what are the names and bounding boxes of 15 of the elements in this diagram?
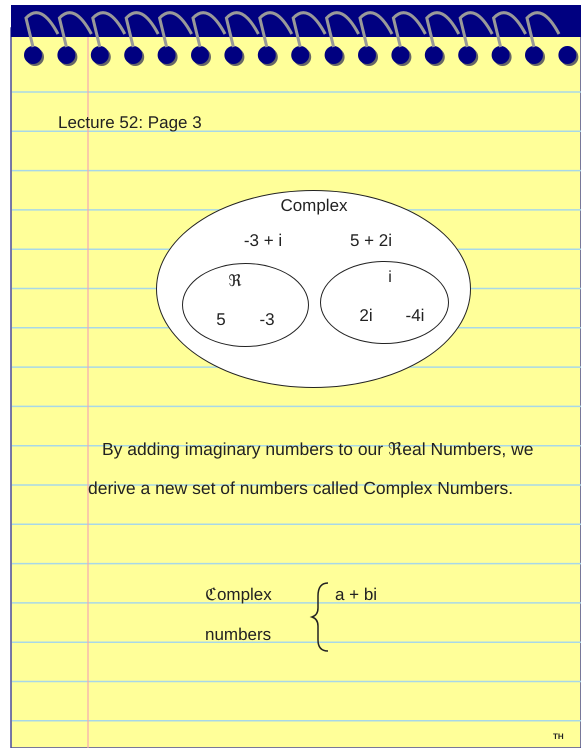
page-heading: Lecture 52: Page 3 (58, 113, 202, 133)
set-member: 5 + 2i (350, 231, 392, 251)
set-member: -4i (406, 306, 424, 326)
paragraph: By adding imaginary numbers to our ℜeal Numbers, we derive a new set of numbers called Complex Numbers. (88, 438, 535, 500)
set-member: 5 (216, 310, 226, 330)
set-symbol: i (388, 268, 392, 288)
formula-expression: a + bi (335, 585, 378, 605)
formula-term: numbers (205, 625, 272, 645)
formula-term: ℭomplex (205, 585, 272, 605)
set-member: -3 (259, 310, 275, 330)
set-title: Complex (280, 196, 348, 216)
set-member: -3 + i (244, 231, 282, 251)
set-symbol: ℜ (228, 272, 242, 292)
initials: TH (553, 732, 564, 742)
set-member: 2i (359, 306, 373, 326)
